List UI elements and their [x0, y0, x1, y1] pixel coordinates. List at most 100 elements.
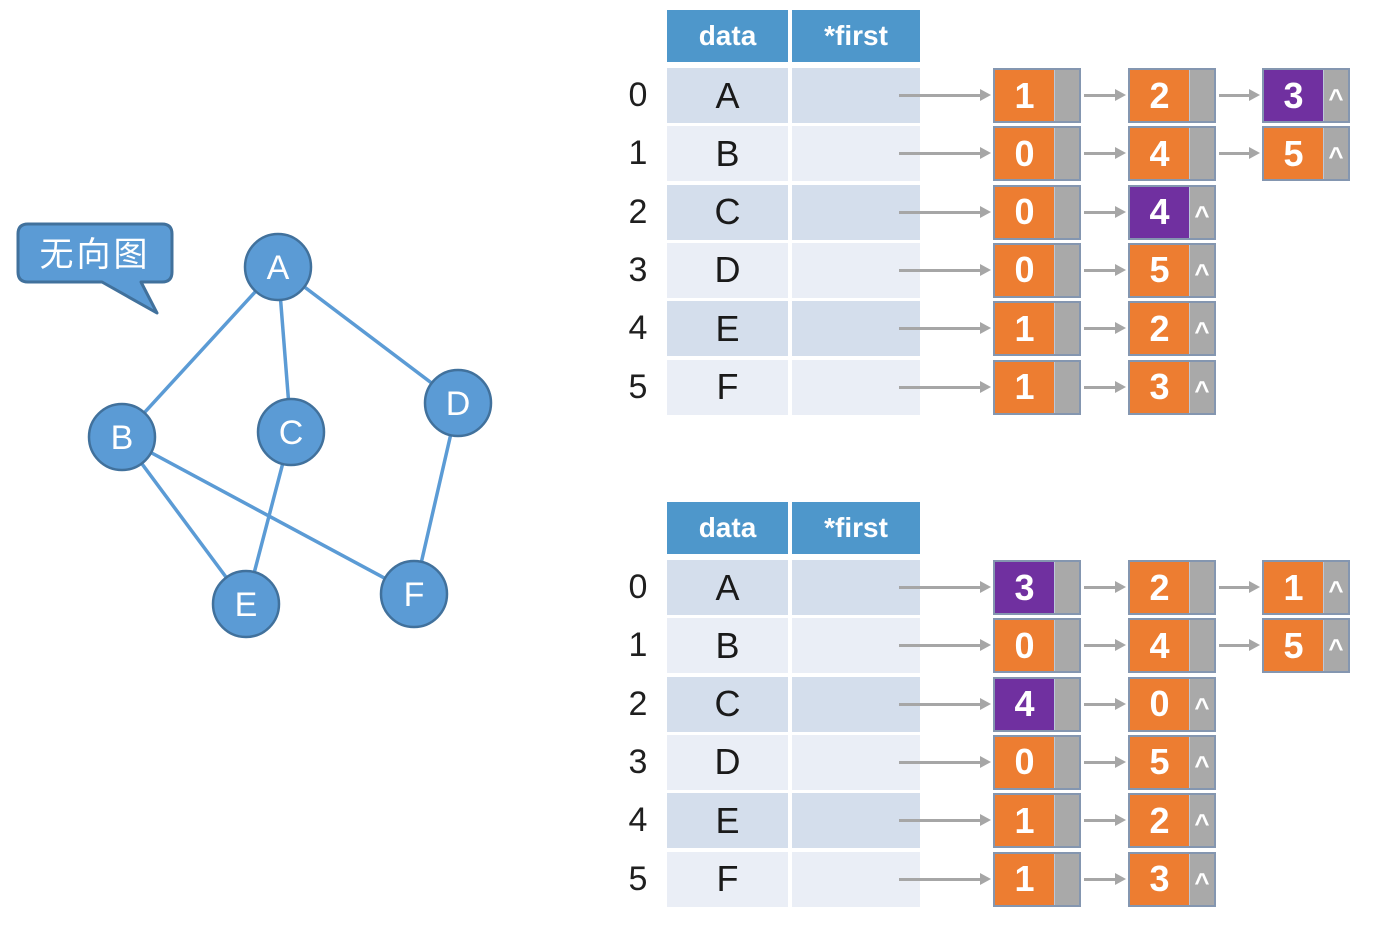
node-value-cell: 5: [1130, 244, 1189, 296]
graph-node-C: [256, 397, 326, 467]
graph-node-label: C: [279, 414, 304, 452]
null-marker: ^: [1328, 83, 1344, 113]
arrowhead: [1115, 147, 1126, 160]
chain-node: 0: [993, 126, 1081, 182]
header-cell-data: data: [667, 502, 788, 554]
arrowhead: [980, 147, 991, 160]
graph-node-label: D: [446, 385, 471, 423]
chain-arrow: [1084, 872, 1126, 885]
first-pointer-cell: [792, 184, 920, 240]
chain-arrow: [1084, 89, 1126, 101]
arrowhead: [980, 380, 991, 393]
arrowhead: [980, 205, 991, 218]
node-pointer-cell: ^: [1189, 853, 1214, 905]
graph-node-A: [243, 232, 313, 302]
node-value-cell: 3: [1130, 853, 1189, 905]
chain-node: 5^: [1128, 734, 1216, 790]
node-pointer-cell: ^: [1189, 795, 1214, 847]
first-pointer-cell: [792, 851, 920, 907]
row-index-label: 4: [628, 309, 648, 348]
node-value-cell: 5: [1264, 128, 1323, 180]
node-pointer-cell: ^: [1189, 361, 1214, 413]
row-index-label: 0: [628, 568, 648, 606]
chain-node: 3^: [1128, 851, 1216, 907]
node-pointer-cell: ^: [1189, 244, 1214, 296]
row-index-label: 1: [628, 134, 648, 173]
first-arrow: [899, 755, 991, 768]
chain-node: 3^: [1262, 68, 1350, 123]
arrowhead: [1115, 89, 1126, 101]
chain-node: 5^: [1262, 126, 1350, 182]
first-pointer-cell: [792, 242, 920, 298]
chain-node: 0: [993, 618, 1081, 674]
chain-arrow: [1084, 755, 1126, 768]
first-arrow: [899, 322, 991, 335]
chain-node: 4: [1128, 618, 1216, 674]
node-value-cell: 1: [995, 303, 1054, 355]
chain-arrow: [1084, 581, 1126, 593]
node-value-cell: 4: [995, 678, 1054, 730]
node-pointer-cell: [1189, 128, 1214, 180]
data-cell: C: [667, 184, 788, 240]
node-pointer-cell: [1054, 361, 1079, 413]
row-index-label: 0: [628, 76, 648, 114]
header-cell-data: data: [667, 10, 788, 62]
first-arrow: [899, 380, 991, 393]
row-index-label: 1: [628, 626, 648, 665]
chain-arrow: [1219, 581, 1260, 593]
arrowhead: [980, 639, 991, 652]
chain-arrow: [1084, 814, 1126, 827]
data-cell: B: [667, 618, 788, 674]
arrowhead: [1115, 639, 1126, 652]
null-marker: ^: [1194, 866, 1210, 897]
node-pointer-cell: ^: [1189, 303, 1214, 355]
first-arrow: [899, 872, 991, 885]
arrowhead: [980, 89, 991, 101]
node-value-cell: 0: [995, 620, 1054, 672]
node-pointer-cell: [1054, 128, 1079, 180]
callout-bubble: [16, 222, 174, 315]
first-pointer-cell: [792, 359, 920, 415]
data-cell: F: [667, 359, 788, 415]
chain-node: 1: [993, 301, 1081, 357]
chain-node: 0: [993, 184, 1081, 240]
data-cell: D: [667, 734, 788, 790]
node-pointer-cell: [1054, 303, 1079, 355]
graph-edge-A-B: [120, 265, 280, 439]
graph-edge-A-D: [276, 265, 460, 405]
data-cell: B: [667, 126, 788, 182]
chain-node: 3^: [1128, 359, 1216, 415]
chain-node: 1: [993, 793, 1081, 849]
chain-arrow: [1084, 147, 1126, 160]
chain-node: 2^: [1128, 793, 1216, 849]
chain-node: 0^: [1128, 676, 1216, 732]
arrowhead: [1249, 639, 1260, 652]
first-arrow: [899, 639, 991, 652]
first-arrow: [899, 147, 991, 160]
chain-arrow: [1084, 205, 1126, 218]
arrowhead: [1115, 581, 1126, 593]
graph-node-F: [379, 559, 449, 629]
row-index-label: 3: [628, 250, 648, 289]
node-value-cell: 1: [995, 795, 1054, 847]
null-marker: ^: [1194, 374, 1210, 405]
null-marker: ^: [1194, 316, 1210, 347]
node-value-cell: 1: [1264, 562, 1323, 613]
chain-node: 4: [1128, 126, 1216, 182]
first-pointer-cell: [792, 793, 920, 849]
node-value-cell: 2: [1130, 303, 1189, 355]
node-value-cell: 1: [995, 70, 1054, 121]
node-pointer-cell: ^: [1189, 678, 1214, 730]
arrowhead: [1115, 814, 1126, 827]
data-cell: E: [667, 793, 788, 849]
graph-node-label: E: [235, 586, 258, 624]
node-value-cell: 5: [1264, 620, 1323, 672]
first-pointer-cell: [792, 560, 920, 615]
arrowhead: [1115, 755, 1126, 768]
data-cell: A: [667, 560, 788, 615]
node-value-cell: 3: [1130, 361, 1189, 413]
node-pointer-cell: [1189, 620, 1214, 672]
arrowhead: [980, 581, 991, 593]
